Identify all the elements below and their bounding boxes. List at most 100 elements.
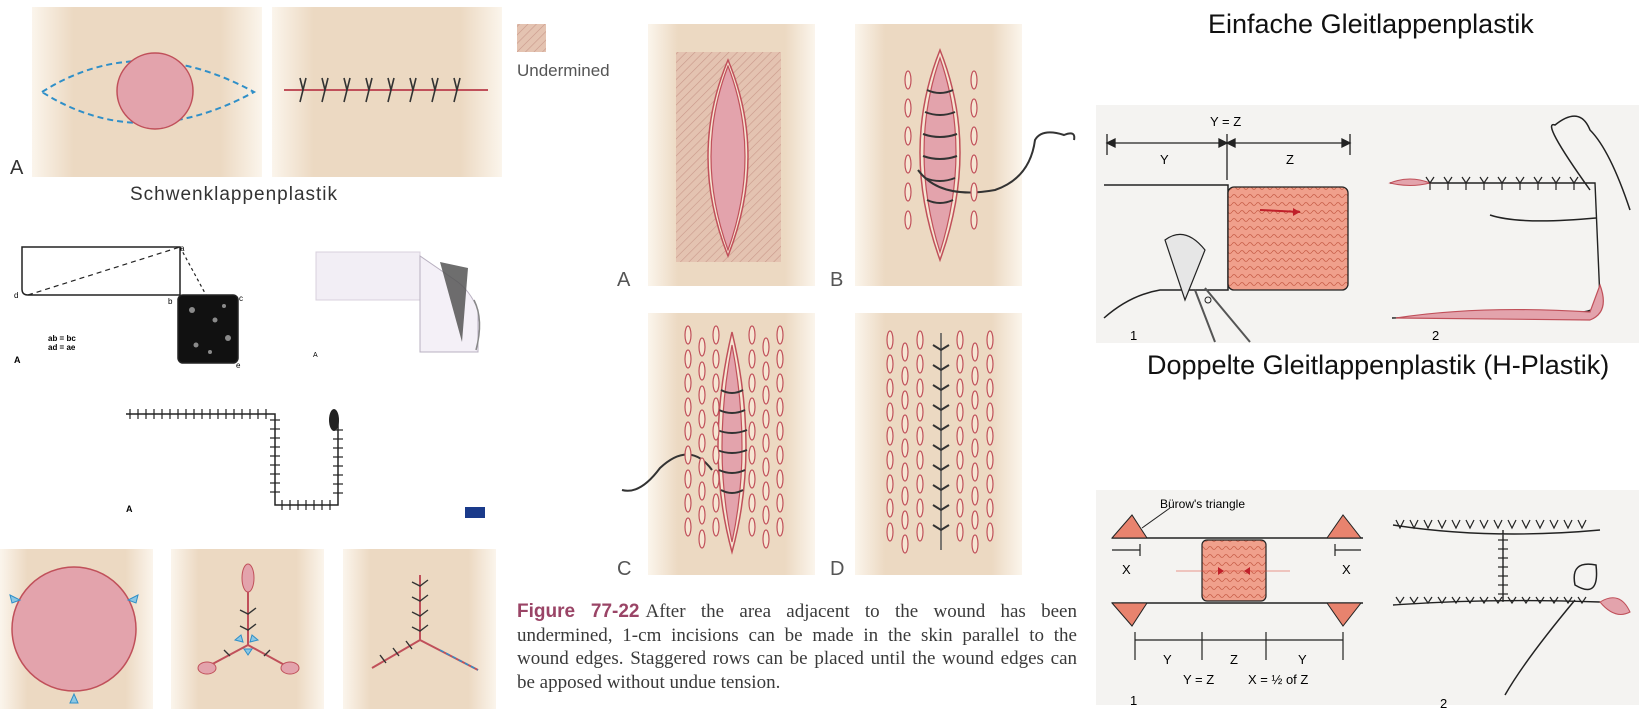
label-z-top: Z bbox=[1286, 152, 1294, 167]
relaxing-incision bbox=[684, 325, 692, 345]
suture-tick bbox=[932, 464, 950, 472]
relaxing-incision bbox=[776, 421, 784, 441]
panel-label-d: D bbox=[830, 558, 844, 580]
relaxing-incision bbox=[684, 517, 692, 537]
relaxing-incision bbox=[776, 445, 784, 465]
relaxing-incision bbox=[684, 421, 692, 441]
suture-tick bbox=[1493, 596, 1503, 605]
left-panel: A Schwenklappenplastik a b c d e ab = bc… bbox=[0, 7, 502, 709]
suture-tick bbox=[1423, 596, 1433, 605]
suture-tick bbox=[1577, 519, 1587, 530]
relaxing-incision bbox=[712, 469, 720, 489]
relaxing-incision bbox=[748, 493, 756, 513]
relaxing-incision bbox=[916, 498, 924, 518]
suture-tick bbox=[1507, 519, 1517, 530]
tripod-closed bbox=[371, 575, 479, 671]
single-advancement-figure-bg bbox=[1096, 105, 1639, 343]
relaxing-incision bbox=[901, 486, 909, 506]
relaxing-incision bbox=[970, 210, 978, 230]
label-y-top: Y bbox=[1160, 152, 1169, 167]
dashed-excision-outline bbox=[40, 60, 257, 124]
relaxing-incision bbox=[916, 426, 924, 446]
relaxing-incision bbox=[986, 498, 994, 518]
relaxing-incision bbox=[986, 378, 994, 398]
closed-sutures-top bbox=[1425, 176, 1579, 190]
relaxing-incision bbox=[776, 493, 784, 513]
relaxing-incision bbox=[748, 445, 756, 465]
label-point-d: d bbox=[14, 291, 18, 300]
suture-tick bbox=[1423, 519, 1433, 530]
relaxing-incision bbox=[748, 349, 756, 369]
suture-tick bbox=[1409, 519, 1419, 530]
suture-tick bbox=[932, 424, 950, 432]
heading-schwenklappenplastik: Schwenklappenplastik bbox=[130, 184, 338, 205]
relaxing-incision bbox=[762, 361, 770, 381]
relaxing-incision bbox=[901, 438, 909, 458]
relaxing-incision bbox=[698, 529, 706, 549]
relaxing-incision bbox=[916, 402, 924, 422]
label-y-equals-z-top: Y = Z bbox=[1210, 114, 1241, 129]
suture-tick bbox=[1533, 176, 1543, 190]
relaxing-incision bbox=[904, 210, 912, 230]
suture-tick bbox=[1409, 596, 1419, 605]
relaxing-incision bbox=[971, 462, 979, 482]
relaxing-incision bbox=[971, 390, 979, 410]
suture-tick bbox=[1451, 519, 1461, 530]
relaxing-incision bbox=[886, 522, 894, 542]
relaxing-incision bbox=[748, 373, 756, 393]
relaxing-incision bbox=[886, 330, 894, 350]
relaxing-incision bbox=[971, 510, 979, 530]
relaxing-incision bbox=[762, 337, 770, 357]
relaxing-incision bbox=[748, 517, 756, 537]
legend-undermined: Undermined bbox=[517, 61, 610, 80]
corner-mark bbox=[465, 507, 485, 518]
panel-d-relaxing-incisions bbox=[886, 330, 994, 554]
suture-tick bbox=[1507, 596, 1517, 605]
flap-corner bbox=[1164, 233, 1206, 302]
relaxing-incision bbox=[698, 409, 706, 429]
relaxing-incision bbox=[916, 330, 924, 350]
relaxing-incision bbox=[712, 517, 720, 537]
label-y-right: Y bbox=[1298, 652, 1307, 667]
caption-figure-number: Figure 77-22 bbox=[517, 601, 640, 622]
suture-loop bbox=[924, 111, 956, 116]
relaxing-incision bbox=[684, 469, 692, 489]
right-panel: Einfache Gleitlappenplastik Y = Z Y Z 1 … bbox=[1096, 9, 1639, 711]
relaxing-incision bbox=[901, 414, 909, 434]
relaxing-incision bbox=[762, 409, 770, 429]
measure-yz bbox=[1105, 134, 1352, 180]
panel-b-relaxing-incisions bbox=[904, 70, 978, 230]
triangle-markers bbox=[9, 594, 139, 704]
relaxing-incision bbox=[971, 534, 979, 554]
relaxing-incision bbox=[762, 481, 770, 501]
relaxing-incision bbox=[886, 378, 894, 398]
suture-loop bbox=[720, 489, 744, 494]
relaxing-incision bbox=[712, 397, 720, 417]
tripod-closure bbox=[197, 563, 300, 675]
relaxing-incision bbox=[901, 390, 909, 410]
relaxing-incision bbox=[776, 517, 784, 537]
relaxing-incision bbox=[970, 182, 978, 202]
title-doppelte-gleitlappenplastik: Doppelte Gleitlappenplastik (H-Plastik) bbox=[1147, 350, 1609, 380]
relaxing-incision bbox=[956, 354, 964, 374]
panel-label-a: A bbox=[617, 269, 631, 291]
relaxing-incision bbox=[886, 354, 894, 374]
suture-tick bbox=[1563, 519, 1573, 530]
label-z-mid: Z bbox=[1230, 652, 1238, 667]
label-step-1-bottom: 1 bbox=[1130, 693, 1137, 708]
suture-tick bbox=[1479, 176, 1489, 190]
relaxing-incision bbox=[748, 421, 756, 441]
relaxing-incision bbox=[762, 385, 770, 405]
suture-tick bbox=[1515, 176, 1525, 190]
panel-c-thread bbox=[621, 453, 713, 492]
relaxing-incision bbox=[712, 373, 720, 393]
suture-tick bbox=[932, 344, 950, 352]
suture-tick bbox=[1549, 596, 1559, 605]
title-einfache-gleitlappenplastik: Einfache Gleitlappenplastik bbox=[1208, 9, 1534, 39]
relaxing-incision bbox=[776, 373, 784, 393]
relaxing-incision bbox=[684, 373, 692, 393]
panel-d-skin bbox=[855, 313, 1022, 575]
relaxing-incision bbox=[971, 438, 979, 458]
suture-tick bbox=[932, 404, 950, 412]
relaxing-incision bbox=[971, 486, 979, 506]
